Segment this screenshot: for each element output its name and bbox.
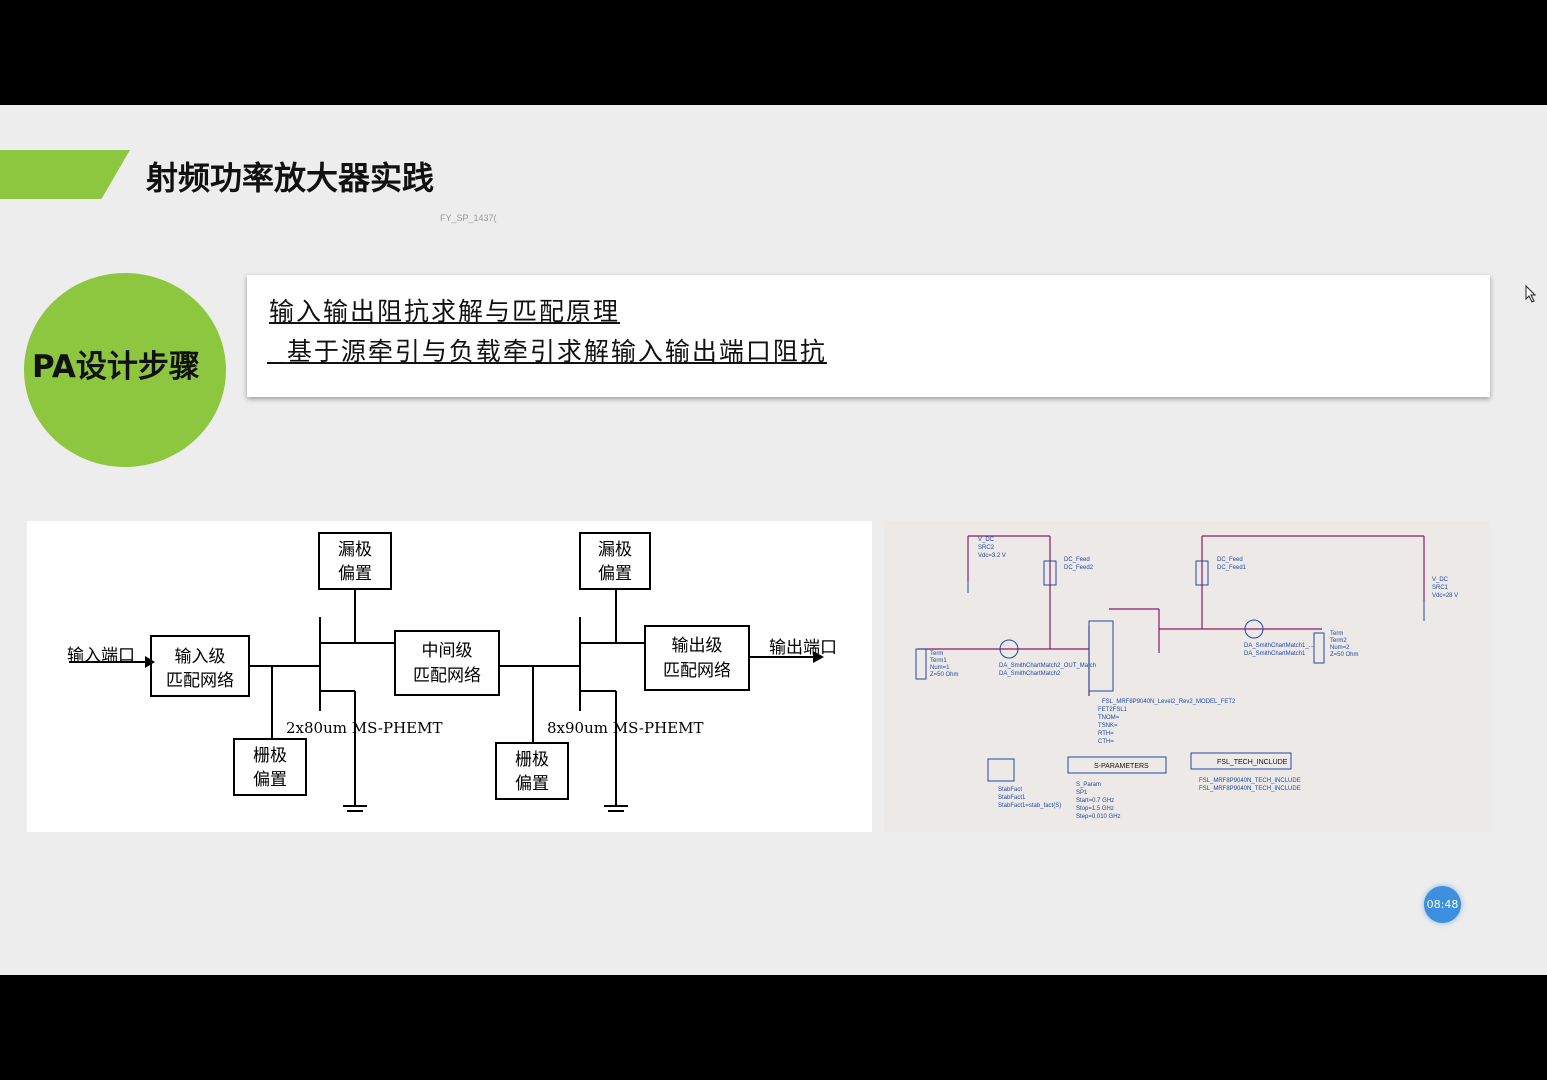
drain-bias-box-1 (318, 532, 392, 590)
src2-line-3: Vdc=3.2 V (978, 553, 1006, 559)
subline-content: 基于源牵引与负载牵引求解输入输出端口阻抗 (286, 337, 827, 366)
term1-line-3: Num=1 (930, 665, 950, 671)
src1-line-1: V_DC (1432, 577, 1449, 583)
section-label: PA设计步骤 (32, 349, 200, 385)
term1-line-4: Z=50 Ohm (930, 672, 959, 678)
fet-line-4: TSNK= (1098, 723, 1118, 729)
title-accent-band (0, 150, 130, 199)
gate-bias-2-label-2: 偏置 (515, 774, 549, 794)
sparams-line-2: SP1 (1076, 790, 1088, 796)
drain-bias-2-label-2: 偏置 (598, 564, 632, 584)
dcfeed1-line-1: DC_Feed (1217, 557, 1243, 563)
smith1-line-1: DA_SmithChartMatch1_... (1244, 643, 1314, 649)
headline-text: 输入输出阻抗求解与匹配原理 (269, 297, 621, 326)
fet-line-1: FSL_MRF8P9040N_Level2_Rev2_MODEL_FET2 (1102, 699, 1236, 705)
gate-bias-1-label-1: 栅极 (253, 746, 287, 766)
smith2-line-1: DA_SmithChartMatch2_OUT_Match (999, 663, 1096, 669)
smith2-line-2: DA_SmithChartMatch2 (999, 671, 1061, 677)
presentation-slide: 射频功率放大器实践 FY_SP_1437( PA设计步骤 输入输出阻抗求解与匹配… (0, 105, 1547, 975)
dcfeed2-line-1: DC_Feed (1064, 557, 1090, 563)
input-match-label-2: 匹配网络 (166, 671, 234, 691)
src1-line-2: SRC1 (1432, 585, 1449, 591)
term2-line-3: Num=2 (1330, 645, 1350, 651)
dcfeed1-line-2: DC_Feed1 (1217, 565, 1247, 571)
content-textbox: 输入输出阻抗求解与匹配原理 基于源牵引与负载牵引求解输入输出端口阻抗 (247, 275, 1490, 397)
video-top-letterbox (0, 0, 1547, 105)
input-port-label: 输入端口 (67, 646, 135, 666)
sparams-line-5: Step=0.010 GHz (1076, 814, 1121, 820)
gate-bias-box-1 (233, 738, 307, 796)
term1-line-1: Term (930, 651, 943, 657)
src1-line-3: Vdc=28 V (1432, 593, 1458, 599)
sparams-line-3: Start=0.7 GHz (1076, 798, 1114, 804)
stabfact-line-2: StabFact1 (998, 795, 1026, 801)
inter-match-box (394, 630, 500, 696)
output-match-label-2: 匹配网络 (663, 661, 731, 681)
output-match-label-1: 输出级 (672, 636, 723, 656)
video-bottom-letterbox (0, 975, 1547, 1080)
pa-block-diagram: 输入端口 输出端口 输入级 匹配网络 中间级 匹配网络 输出级 匹配网络 漏极 … (27, 521, 872, 832)
smith1-line-2: DA_SmithChartMatch1 (1244, 651, 1306, 657)
sparams-line-1: S_Param (1076, 782, 1101, 788)
inter-match-label-2: 匹配网络 (413, 666, 481, 686)
gate-bias-2-label-1: 栅极 (515, 750, 549, 770)
output-port-label: 输出端口 (769, 638, 837, 658)
fet-line-2: FET2FSL1 (1098, 707, 1128, 713)
stage2-device-label: 8x90um MS-PHEMT (547, 719, 703, 737)
subline-text: 基于源牵引与负载牵引求解输入输出端口阻抗 (267, 332, 827, 368)
src2-line-1: V_DC (978, 537, 995, 543)
schematic-svg: V_DC SRC2 Vdc=3.2 V DC_Feed DC_Feed2 DC_… (915, 535, 1458, 820)
fet-line-5: RTH= (1098, 731, 1114, 737)
slide-title: 射频功率放大器实践 (146, 159, 435, 197)
stabfact-line-3: StabFact1=stab_fact(S) (998, 803, 1061, 809)
input-match-label-1: 输入级 (175, 647, 226, 667)
watermark-text: FY_SP_1437( (440, 213, 497, 223)
dcfeed2-line-2: DC_Feed2 (1064, 565, 1094, 571)
block-diagram-svg: 输入端口 输出端口 输入级 匹配网络 中间级 匹配网络 输出级 匹配网络 漏极 … (67, 532, 837, 812)
include-line-1: FSL_MRF8P9040N_TECH_INCLUDE (1199, 778, 1301, 784)
include-line-2: FSL_MRF8P9040N_TECH_INCLUDE (1199, 786, 1301, 792)
inter-match-label-1: 中间级 (422, 641, 473, 661)
term2-line-1: Term (1330, 631, 1343, 637)
fet-line-6: CTH= (1098, 739, 1114, 745)
fet-line-3: TNOM= (1098, 715, 1120, 721)
mouse-cursor-icon (1525, 285, 1537, 303)
stabfact-line-1: StabFact (998, 787, 1022, 793)
stage1-device-label: 2x80um MS-PHEMT (286, 719, 442, 737)
gate-bias-1-label-2: 偏置 (253, 770, 287, 790)
src2-line-2: SRC2 (978, 545, 995, 551)
ads-schematic-view: V_DC SRC2 Vdc=3.2 V DC_Feed DC_Feed2 DC_… (884, 521, 1490, 832)
include-title: FSL_TECH_INCLUDE (1217, 759, 1288, 766)
term2-line-2: Term2 (1330, 638, 1347, 644)
sparams-line-4: Stop=1.5 GHz (1076, 806, 1114, 812)
section-circle (24, 273, 226, 467)
drain-bias-box-2 (579, 532, 651, 590)
drain-bias-1-label-2: 偏置 (338, 564, 372, 584)
drain-bias-1-label-1: 漏极 (338, 540, 372, 560)
timer-badge[interactable]: 08:48 (1424, 886, 1461, 923)
sparams-title: S-PARAMETERS (1094, 763, 1149, 770)
term1-line-2: Term1 (930, 658, 947, 664)
drain-bias-2-label-1: 漏极 (598, 540, 632, 560)
term2-line-4: Z=50 Ohm (1330, 652, 1359, 658)
gate-bias-box-2 (495, 742, 569, 800)
